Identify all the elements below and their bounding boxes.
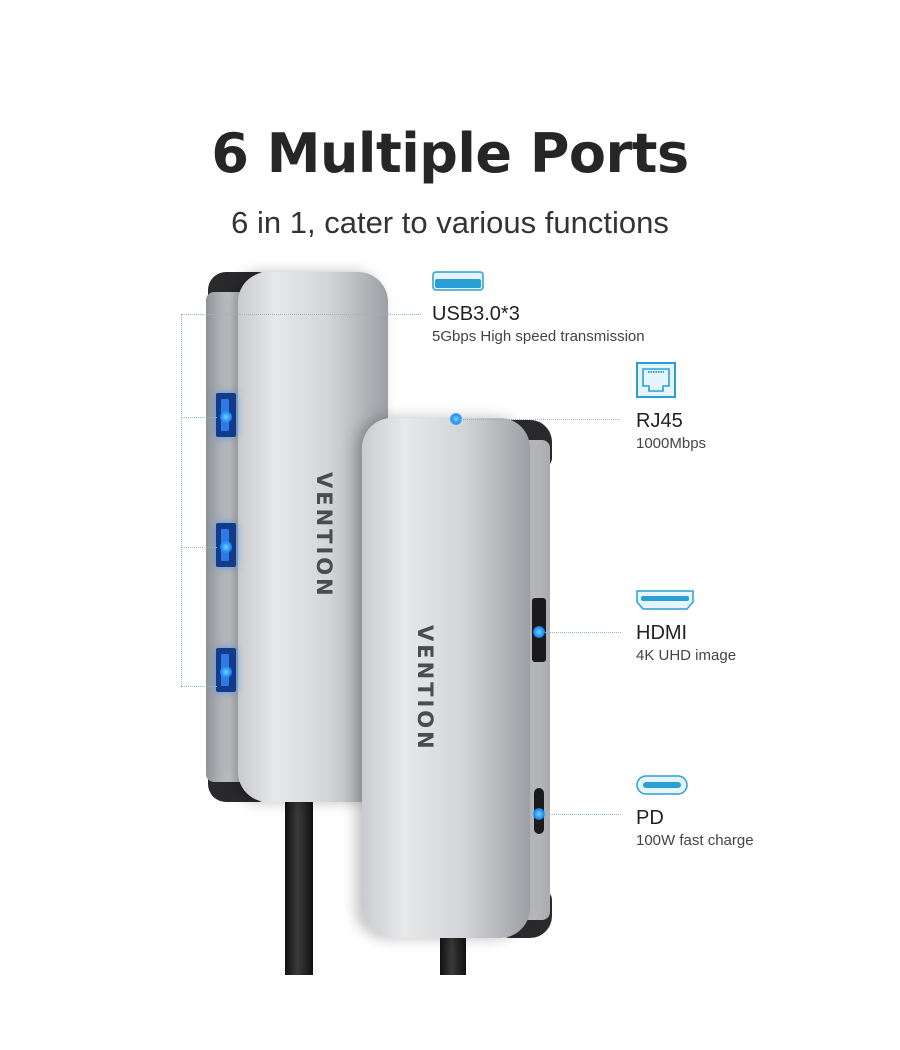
usb2-leader-line <box>181 547 217 548</box>
usb-c-port-icon <box>636 775 754 800</box>
ethernet-port-icon <box>636 362 706 403</box>
usb1-leader-line <box>181 417 217 418</box>
usb-port-icon <box>432 271 645 296</box>
page-title: 6 Multiple Ports <box>211 122 689 185</box>
left-hub-brand-logo: VENTION <box>312 472 336 599</box>
feature-usb: USB3.0*3 5Gbps High speed transmission <box>432 271 645 348</box>
hdmi-leader-line <box>545 632 621 633</box>
feature-rj45-name: RJ45 <box>636 410 683 432</box>
feature-hdmi-desc: 4K UHD image <box>636 647 737 664</box>
feature-rj45-desc: 1000Mbps <box>636 435 707 452</box>
feature-usb-desc: 5Gbps High speed transmission <box>432 328 645 345</box>
right-hub-face <box>362 418 530 938</box>
rj45-indicator-dot <box>450 413 462 425</box>
feature-pd-name: PD <box>636 807 664 829</box>
feature-hdmi-name: HDMI <box>636 622 688 644</box>
pd-leader-line <box>545 814 621 815</box>
usb-leader-line <box>181 314 421 315</box>
usb3-leader-line <box>181 686 217 687</box>
feature-pd-desc: 100W fast charge <box>636 832 754 849</box>
hdmi-port-icon <box>636 590 736 615</box>
rj45-leader-line <box>460 419 620 420</box>
page-subtitle: 6 in 1, cater to various functions <box>231 205 669 240</box>
feature-usb-name: USB3.0*3 <box>432 303 520 325</box>
feature-rj45: RJ45 1000Mbps <box>636 362 706 455</box>
usb1-indicator-dot <box>220 411 232 423</box>
feature-pd: PD 100W fast charge <box>636 775 754 852</box>
usb3-indicator-dot <box>220 666 232 678</box>
usb2-indicator-dot <box>220 541 232 553</box>
right-hub-cable <box>440 935 466 975</box>
feature-hdmi: HDMI 4K UHD image <box>636 590 736 667</box>
left-hub-cable <box>285 790 313 975</box>
usb-bracket-line <box>181 314 182 686</box>
hdmi-indicator-dot <box>533 626 545 638</box>
pd-indicator-dot <box>533 808 545 820</box>
right-hub-brand-logo: VENTION <box>413 625 437 752</box>
